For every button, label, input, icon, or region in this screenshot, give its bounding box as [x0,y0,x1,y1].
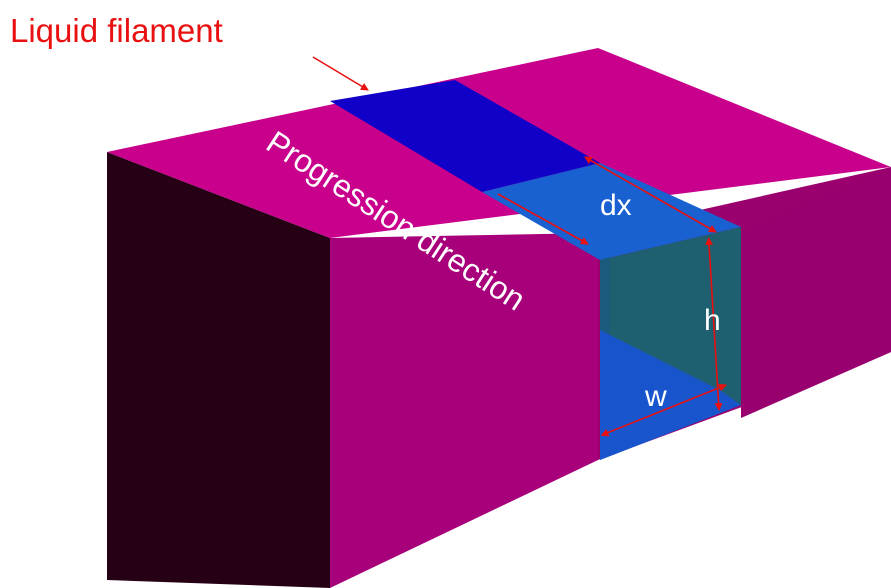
block-right-face-lower [741,167,891,418]
filament-top-strip [330,80,600,192]
block-front-face [330,233,598,588]
dx-dimension-arrow [583,156,717,233]
filament-pointer-arrow [312,56,369,91]
filament-section-side [600,257,610,335]
progression-arrow [497,193,589,245]
h-label: h [704,304,721,337]
block-left-face [107,152,330,588]
h-dimension-arrow [705,237,723,411]
liquid-filament-label: Liquid filament [10,12,223,49]
dx-label: dx [600,189,632,222]
w-label: w [644,380,667,413]
w-dimension-arrow [600,383,727,437]
